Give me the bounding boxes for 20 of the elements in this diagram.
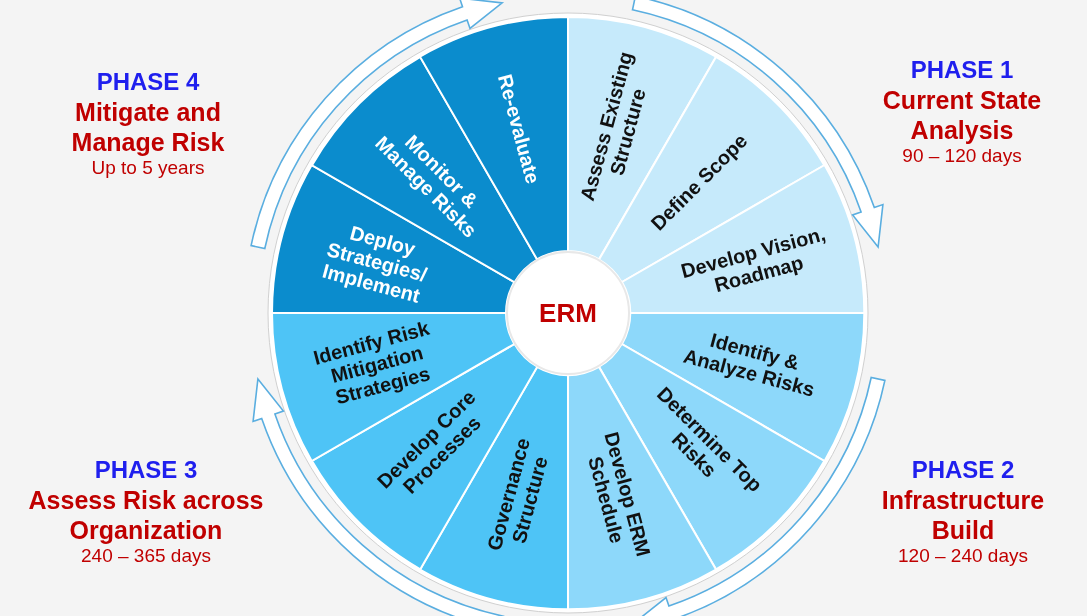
phase-title: Mitigate and Manage Risk [70, 96, 226, 157]
phase-heading: PHASE 3 [93, 456, 199, 485]
curved-arrow [250, 0, 503, 250]
segment-label: Develop Vision, Roadmap [678, 222, 830, 298]
segment-label: Identify Risk Mitigation Strategies [310, 316, 433, 411]
phase-duration: 120 – 240 days [897, 544, 1029, 568]
phase-duration: 240 – 365 days [80, 544, 212, 568]
center-label: ERM [539, 297, 597, 329]
curved-arrow [631, 0, 884, 248]
curved-arrow [252, 378, 505, 616]
phase-duration: 90 – 120 days [901, 144, 1023, 168]
phase-title: Assess Risk across Organization [27, 484, 265, 545]
phase-heading: PHASE 1 [909, 56, 1015, 85]
phase-heading: PHASE 4 [95, 68, 201, 97]
phase-title: Current State Analysis [881, 84, 1043, 145]
segment-label: Identify & Analyze Risks [680, 328, 818, 401]
segment-label: Develop ERM Schedule [583, 428, 656, 561]
phase-title: Infrastructure Build [880, 484, 1046, 545]
phase-duration: Up to 5 years [90, 156, 206, 180]
phase-heading: PHASE 2 [910, 456, 1016, 485]
